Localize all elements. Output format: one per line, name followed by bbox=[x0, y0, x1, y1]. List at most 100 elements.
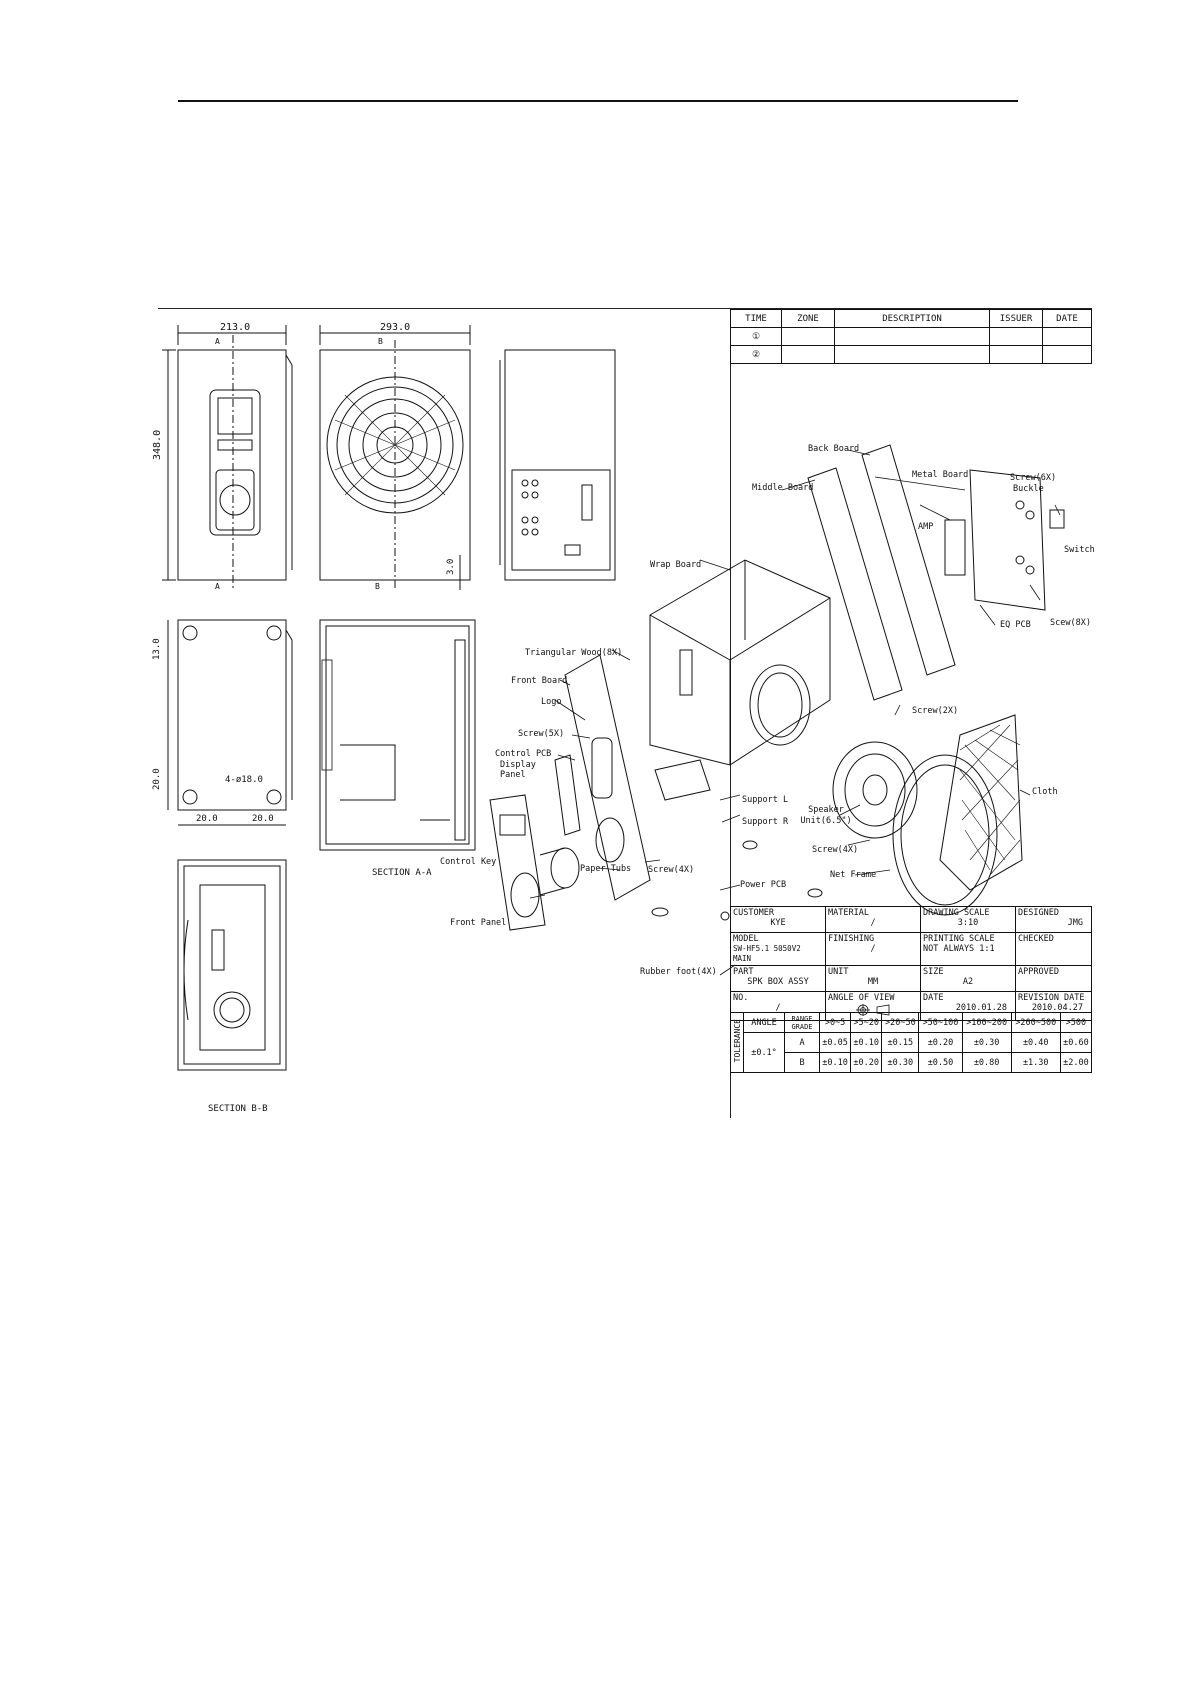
tolerance-value: ±0.40 bbox=[1010, 1032, 1061, 1053]
middle-board-shape bbox=[807, 467, 903, 701]
back-view-outline bbox=[504, 349, 616, 581]
frame-top-line bbox=[158, 308, 1092, 309]
size-value: A2 bbox=[962, 977, 974, 987]
rev-header-date: DATE bbox=[1042, 309, 1092, 328]
tolerance-value: ±2.00 bbox=[1059, 1052, 1093, 1073]
dim-foot-spacing-a: 20.0 bbox=[196, 814, 218, 824]
rev-header-time: TIME bbox=[730, 309, 782, 328]
tolerance-angle-header: ANGLE bbox=[743, 1012, 785, 1033]
rev-cell bbox=[834, 327, 990, 346]
label-triangular-wood: Triangular Wood(8X) bbox=[525, 648, 623, 658]
label-buckle: Buckle bbox=[1013, 484, 1044, 494]
label-power-pcb: Power PCB bbox=[740, 880, 787, 890]
rev-header-zone: ZONE bbox=[781, 309, 835, 328]
wrap-board-shape bbox=[649, 559, 831, 766]
section-b-b bbox=[177, 859, 287, 1071]
label-support-l: Support L bbox=[742, 795, 789, 805]
section-b-outline bbox=[177, 859, 287, 1071]
tolerance-value: ±0.10 bbox=[850, 1032, 883, 1053]
label-screw-5x: Screw(5X) bbox=[518, 729, 565, 739]
rev-cell bbox=[834, 345, 990, 364]
rev-cell bbox=[989, 345, 1043, 364]
tolerance-side-label: TOLERANCE bbox=[730, 1012, 744, 1073]
label-screw-4x: Screw(4X) bbox=[648, 865, 695, 875]
back-board-shape bbox=[861, 444, 956, 676]
tolerance-value: ±0.50 bbox=[918, 1052, 963, 1073]
front-view-outline bbox=[177, 349, 287, 581]
unit-value: MM bbox=[867, 977, 879, 987]
amp-shape bbox=[944, 519, 966, 576]
label-control-key: Control Key bbox=[440, 857, 497, 867]
tolerance-range: >200~500 bbox=[1010, 1012, 1061, 1033]
paper-tube-shape bbox=[550, 847, 580, 889]
label-front-panel: Front Panel bbox=[450, 918, 507, 928]
section-mark-b-top: B bbox=[378, 337, 383, 346]
tolerance-range: >500 bbox=[1059, 1012, 1093, 1033]
tolerance-range: >20~50 bbox=[881, 1012, 920, 1033]
dim-foot-inset-side: 20.0 bbox=[152, 768, 162, 790]
tolerance-angle-value: ±0.1° bbox=[743, 1032, 785, 1073]
section-b-label: SECTION B-B bbox=[208, 1104, 268, 1114]
customer-value: KYE bbox=[770, 918, 786, 928]
label-display-panel: Display Panel bbox=[500, 760, 536, 780]
dim-foot-spacing-b: 20.0 bbox=[252, 814, 274, 824]
section-mark-a-top: A bbox=[215, 337, 220, 346]
model-value: SW-HF5.1 5050V2 MAIN bbox=[733, 944, 801, 963]
tolerance-row: B ±0.10 ±0.20 ±0.30 ±0.50 ±0.80 ±1.30 ±2… bbox=[731, 1052, 1093, 1073]
dim-foot-offset: 3.0 bbox=[446, 558, 456, 575]
front-panel-exploded bbox=[489, 794, 546, 931]
cell-approved: APPROVED bbox=[1015, 965, 1092, 992]
label-screw-6x: Screw(6X) bbox=[1010, 473, 1057, 483]
revision-row: ② bbox=[730, 345, 1092, 364]
section-a-label: SECTION A-A bbox=[372, 868, 432, 878]
back-metal-board bbox=[511, 469, 611, 571]
label-support-r: Support R bbox=[742, 817, 789, 827]
rev-cell: ① bbox=[730, 327, 782, 346]
control-keys bbox=[217, 439, 253, 451]
tolerance-value: ±0.20 bbox=[850, 1052, 883, 1073]
tolerance-value: ±0.60 bbox=[1059, 1032, 1093, 1053]
tolerance-range: >0~5 bbox=[818, 1012, 852, 1033]
dim-foot-hole: 4-ø18.0 bbox=[225, 775, 263, 785]
switch-shape bbox=[1049, 509, 1065, 529]
tolerance-value: ±0.10 bbox=[818, 1052, 852, 1073]
designed-value: JMG bbox=[1067, 918, 1083, 928]
port-opening bbox=[215, 469, 255, 531]
tolerance-value: ±1.30 bbox=[1010, 1052, 1061, 1073]
tolerance-value: ±0.15 bbox=[881, 1032, 920, 1053]
label-switch: Switch bbox=[1064, 545, 1095, 555]
metal-board-shape bbox=[969, 469, 1046, 611]
label-paper-tubs: Paper Tubs bbox=[580, 864, 632, 874]
label-metal-board: Metal Board bbox=[912, 470, 969, 480]
tolerance-value: ±0.05 bbox=[818, 1032, 852, 1053]
rev-cell bbox=[1042, 345, 1092, 364]
side-view bbox=[319, 325, 471, 590]
net-frame-shape bbox=[892, 754, 998, 916]
bottom-view-outline bbox=[177, 619, 287, 811]
dim-front-width: 213.0 bbox=[220, 322, 251, 333]
label-eq-pcb: EQ PCB bbox=[1000, 620, 1031, 630]
cell-finishing: FINISHING/ bbox=[825, 932, 921, 966]
label-screw-4x-speaker: Screw(4X) bbox=[812, 845, 859, 855]
port-circle bbox=[219, 484, 251, 516]
front-view bbox=[162, 325, 293, 590]
cloth-shape bbox=[939, 714, 1023, 891]
label-rubber-foot: Rubber foot(4X) bbox=[640, 967, 717, 977]
front-board-shape bbox=[564, 654, 651, 901]
tolerance-range: >100~200 bbox=[961, 1012, 1012, 1033]
cell-checked: CHECKED bbox=[1015, 932, 1092, 966]
top-rule bbox=[178, 100, 1018, 102]
tolerance-grade: A bbox=[784, 1032, 820, 1053]
